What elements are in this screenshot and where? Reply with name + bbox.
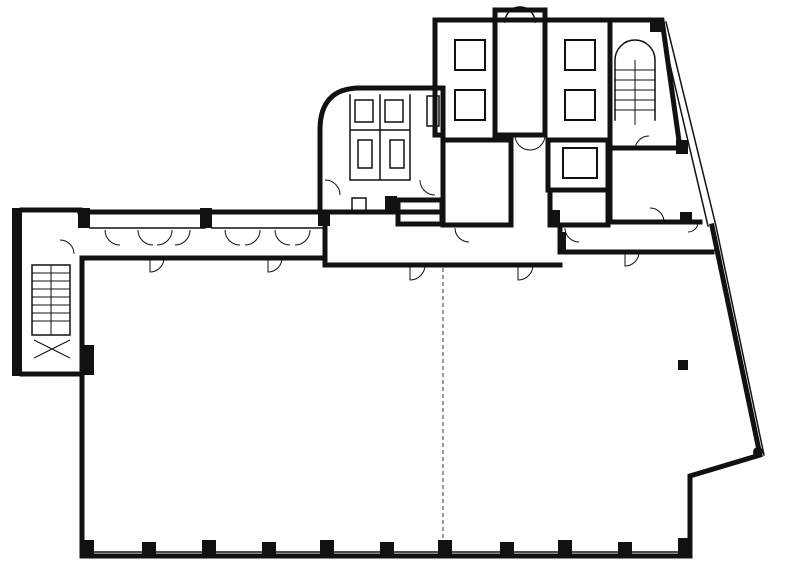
right-stair: [607, 17, 703, 233]
office-outline: [79, 21, 765, 559]
north-corridor: [59, 208, 325, 273]
left-stair: [12, 207, 83, 377]
toilet-block: [317, 85, 446, 227]
elevator-core: [322, 6, 640, 281]
columns: [80, 345, 763, 556]
